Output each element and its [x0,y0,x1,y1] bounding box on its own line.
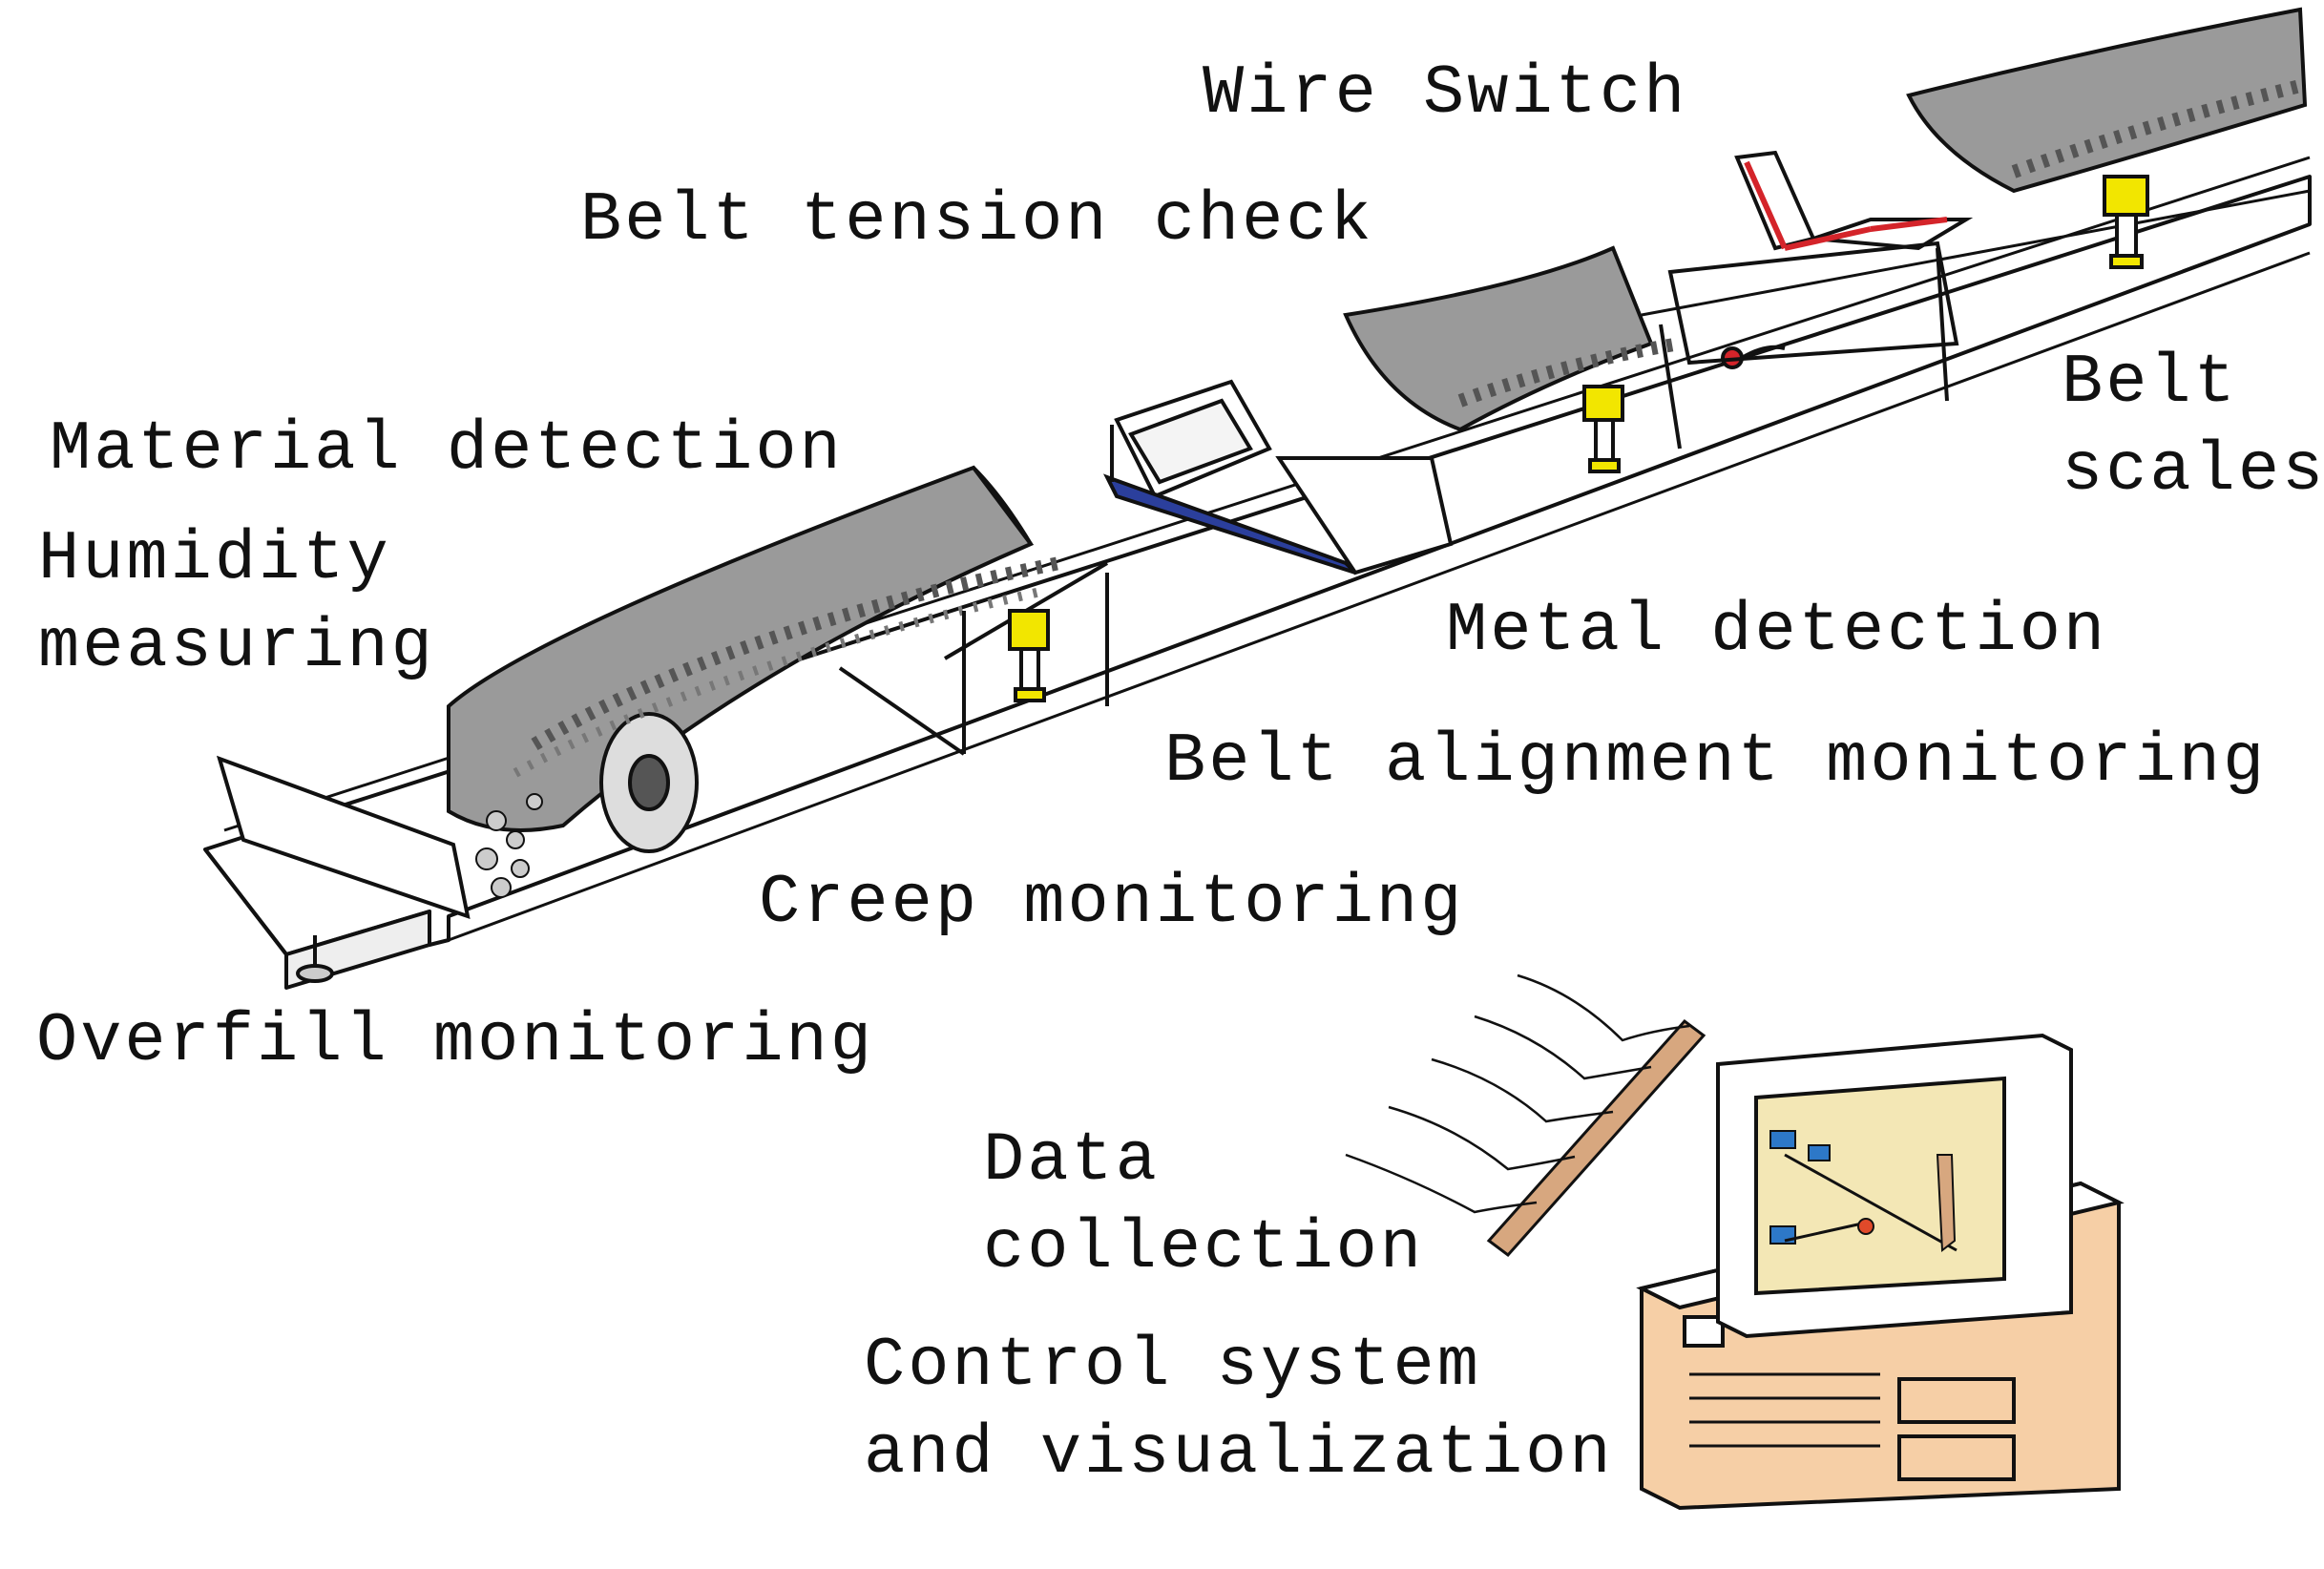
label-data-collection-line1: Data [983,1121,1160,1200]
label-creep-monitoring: Creep monitoring [759,864,1465,942]
left-belt-section [447,465,1109,898]
wire-switch-stand [1667,150,1974,402]
label-humidity-line1: Humidity [38,520,391,598]
label-humidity-line2: measuring [38,608,435,686]
label-belt-alignment-monitoring: Belt alignment monitoring [1164,722,2268,801]
label-belt-tension-check: Belt tension check [580,181,1374,260]
label-material-detection: Material detection [50,410,844,489]
label-belt-scales-line2: scales [2062,431,2324,510]
right-belt-section [1906,7,2308,269]
computer [1636,1033,2125,1511]
overfill-chute [216,755,471,983]
label-metal-detection: Metal detection [1446,592,2108,670]
label-control-line2: and visualization [864,1414,1614,1493]
label-belt-scales-line1: Belt [2062,344,2238,422]
terminal-strip [1345,973,1706,1258]
middle-belt-section [1343,245,1786,473]
label-data-collection-line2: collection [983,1209,1425,1287]
label-overfill-monitoring: Overfill monitoring [36,1002,874,1080]
conveyor-frame [203,156,2312,990]
metal-detector [1102,379,1454,575]
label-control-line1: Control system [864,1327,1481,1405]
label-wire-switch: Wire Switch [1203,54,1688,133]
